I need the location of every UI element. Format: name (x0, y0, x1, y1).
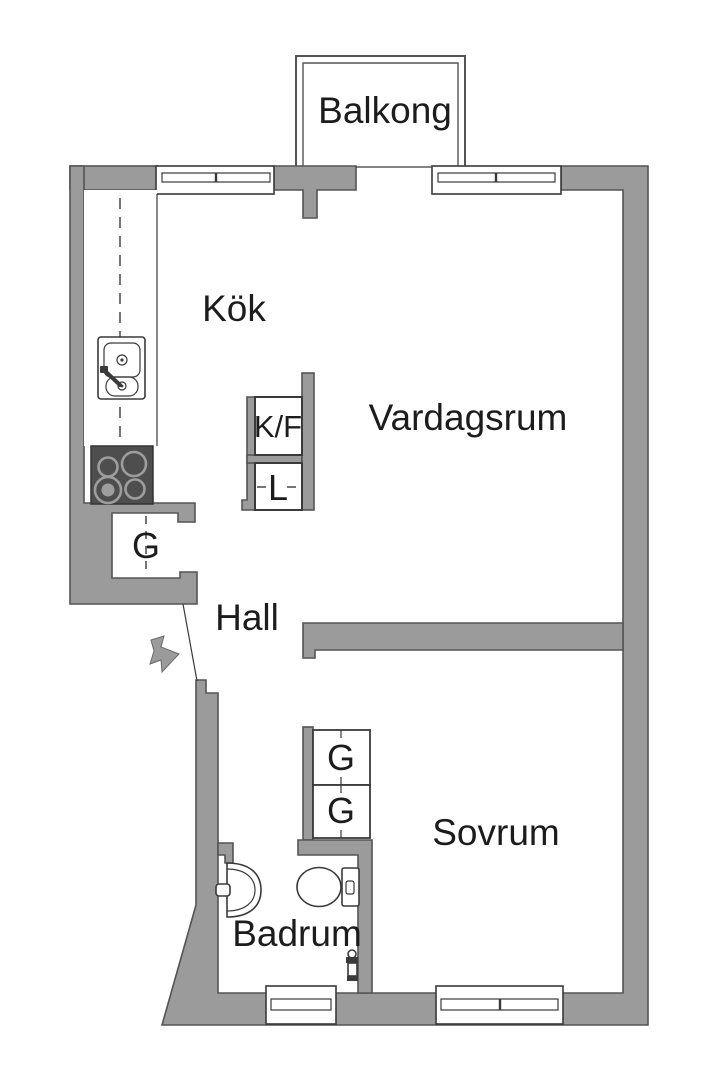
kitchen-counter (84, 190, 158, 446)
closet-label-kf: K/F (254, 409, 302, 444)
window-icon-badrum (265, 985, 337, 1025)
wall-right-and-bottom (160, 165, 649, 1026)
kitchen-sink-icon (97, 336, 146, 400)
entrance-arrow-icon (149, 635, 180, 674)
window-icon-vardagsrum (431, 165, 562, 195)
stove-cooktop-icon (90, 445, 154, 505)
wall-kitchen-livingroom (301, 372, 315, 511)
washbasin-icon (215, 862, 262, 918)
wall-bathroom-right (297, 839, 373, 994)
room-label-vardagsrum: Vardagsrum (369, 397, 568, 438)
wall-livingroom-bedroom (302, 622, 624, 659)
wall-top-middle (273, 165, 357, 219)
entry-door-swing (182, 603, 198, 682)
fridge-freezer-cabinet (254, 396, 303, 456)
bedroom-wardrobes (312, 729, 371, 839)
walls (69, 165, 649, 1026)
closet-label-g-hall: G (132, 525, 160, 566)
water-valve-icon (346, 949, 358, 981)
room-label-sovrum: Sovrum (432, 812, 559, 853)
wall-bedroom-closet (302, 726, 314, 841)
balcony-door-opening (356, 164, 432, 192)
wall-bathroom-topleft (217, 842, 234, 864)
wall-kf-divider (246, 454, 303, 464)
closet-label-g-sovrum1: G (327, 737, 355, 778)
window-icon-kitchen (155, 165, 275, 195)
window-icon-sovrum (435, 985, 564, 1025)
room-label-balkong: Balkong (318, 90, 452, 131)
closet-label-g-sovrum2: G (327, 790, 355, 831)
balcony-outline (295, 55, 466, 167)
room-label-badrum: Badrum (232, 913, 362, 954)
closet-label-linen: L (268, 467, 288, 508)
room-label-kok: Kök (202, 288, 266, 329)
toilet-icon (296, 866, 360, 908)
linen-cabinet (254, 462, 303, 511)
room-label-hall: Hall (215, 597, 279, 638)
